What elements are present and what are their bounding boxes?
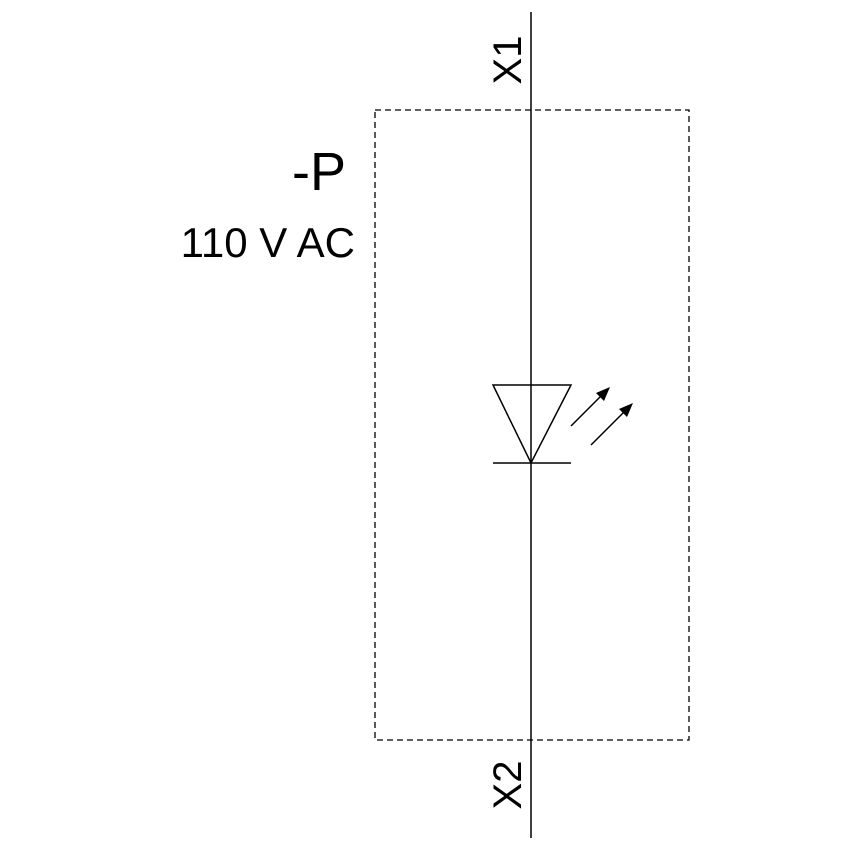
emission-arrow-1: [570, 395, 602, 427]
emission-arrowhead-2: [619, 403, 633, 417]
diode-triangle: [491, 384, 573, 465]
device-rating: 110 V AC: [181, 219, 355, 266]
light-emission-arrows-icon: [570, 387, 633, 446]
emission-arrowhead-1: [596, 387, 610, 401]
terminal-label-bottom: X2: [486, 761, 530, 810]
device-enclosure: [374, 109, 690, 741]
emission-arrow-2: [590, 411, 625, 446]
device-designation: -P: [292, 142, 346, 202]
terminal-label-top: X1: [486, 36, 530, 85]
led-diode-icon: [491, 384, 573, 465]
